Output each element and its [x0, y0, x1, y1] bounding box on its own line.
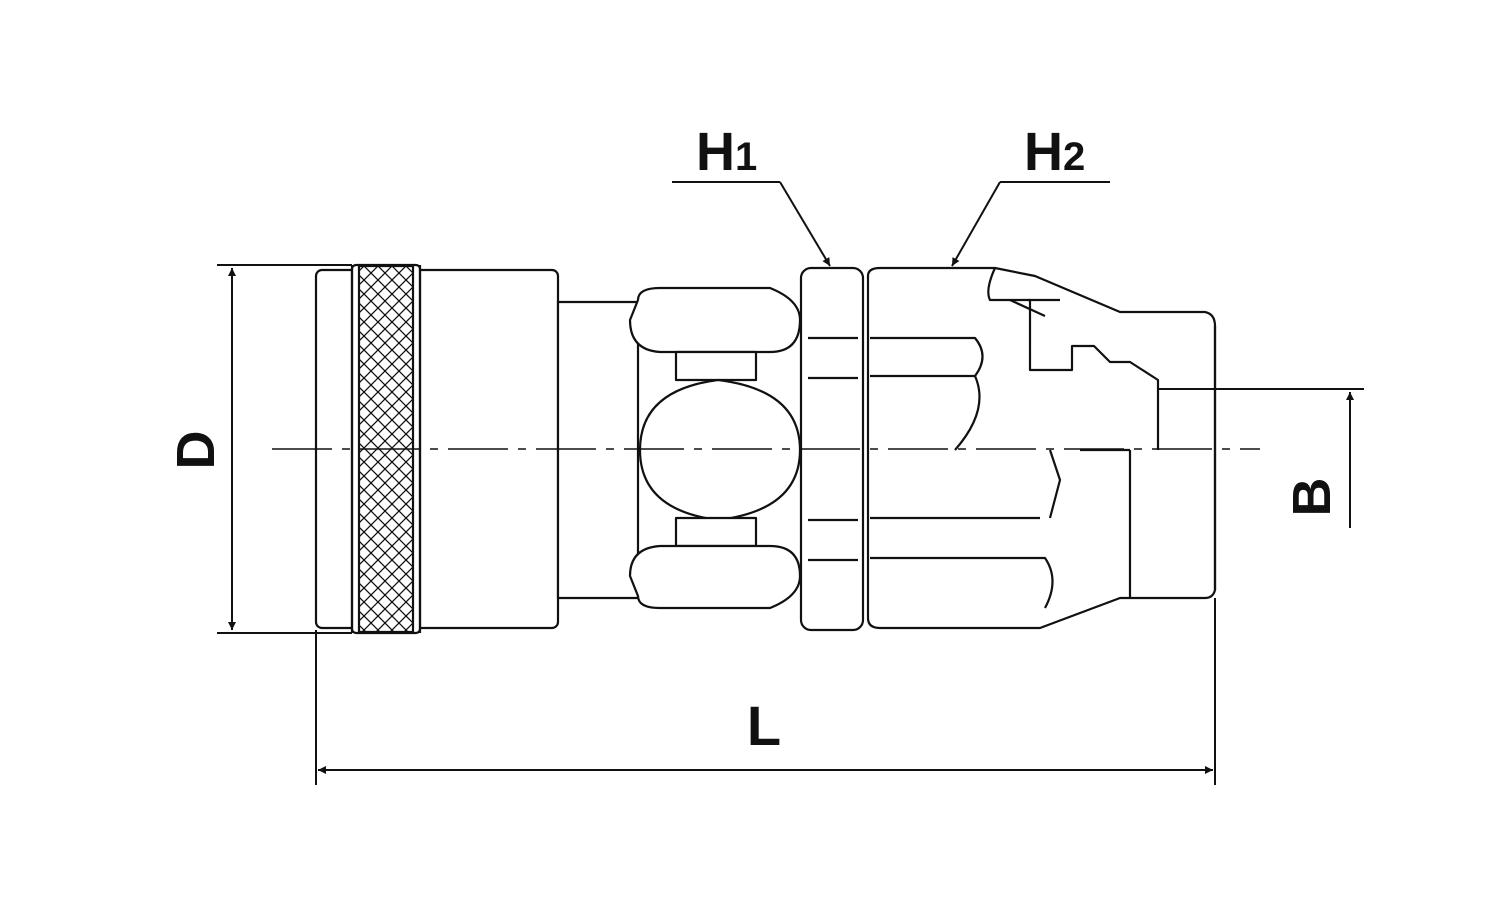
hex-h2 — [866, 266, 1217, 630]
label-h2: H2 — [1024, 122, 1085, 182]
label-h2-main: H — [1024, 122, 1063, 182]
label-h1: H1 — [696, 122, 757, 182]
neck — [556, 300, 640, 600]
coupler-body — [314, 263, 1217, 635]
leader-h2 — [951, 181, 1110, 267]
dimension-d — [217, 264, 352, 634]
label-h1-sub: 1 — [735, 135, 757, 179]
dimension-b — [1158, 388, 1364, 528]
hose-tail — [987, 267, 1217, 598]
body-lobes — [628, 286, 802, 610]
dimension-l — [315, 598, 1216, 785]
leader-h1 — [672, 181, 831, 267]
label-h2-sub: 2 — [1063, 135, 1085, 179]
label-l: L — [747, 694, 781, 757]
label-b: B — [1282, 478, 1342, 517]
label-h1-main: H — [696, 122, 735, 182]
label-d: D — [166, 431, 226, 470]
